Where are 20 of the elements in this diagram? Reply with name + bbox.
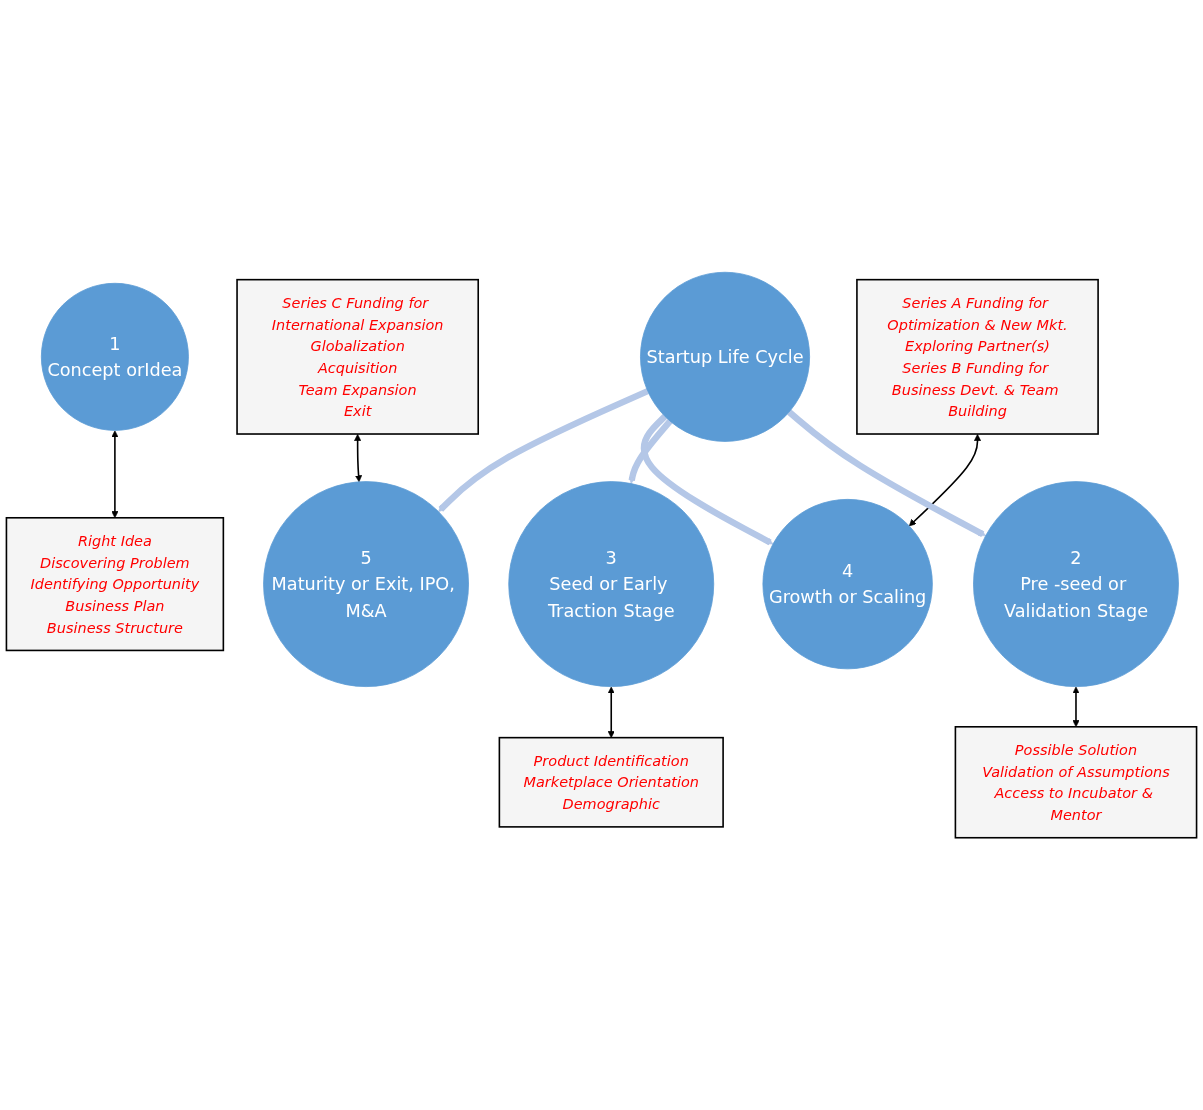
node-circle: 3 Seed or Early Traction Stage: [508, 481, 715, 687]
node-circle: Startup Life Cycle: [640, 271, 810, 442]
arrow: [628, 419, 673, 484]
arrow: [111, 430, 119, 519]
node-circle: 4 Growth or Scaling: [762, 498, 933, 670]
node-circle: 1 Concept orIdea: [40, 282, 189, 431]
arrow: [908, 434, 982, 527]
arrow: [438, 388, 649, 512]
node-box: Possible Solution Validation of Assumptions Access to Incubator & Mentor: [954, 726, 1198, 839]
node-box: Right Idea Discovering Problem Identifying Opportunity Business Plan Business Structure: [5, 517, 225, 652]
arrow: [607, 686, 615, 738]
arrow: [354, 434, 363, 483]
node-box: Series A Funding for Optimization & New Mkt. Exploring Partner(s) Series B Funding for Business Devt. & Team Building: [856, 278, 1099, 435]
node-circle: 5 Maturity or Exit, IPO, M&A: [263, 481, 469, 687]
node-circle: 2 Pre -seed or Validation Stage: [973, 481, 1179, 687]
node-box: Product Identification Marketplace Orientation Demographic: [498, 736, 724, 828]
node-box: Series C Funding for International Expansion Globalization Acquisition Team Expansion Exit: [236, 278, 480, 435]
arrow: [787, 409, 986, 538]
arrow: [640, 414, 774, 546]
arrow: [1072, 686, 1080, 728]
